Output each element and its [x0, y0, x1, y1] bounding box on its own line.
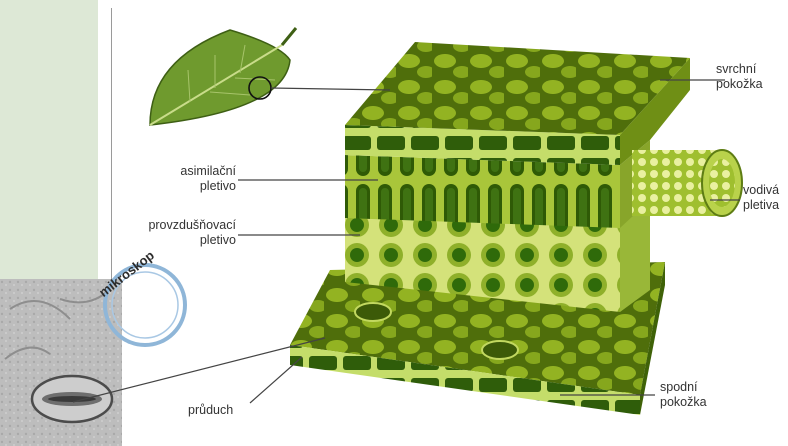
leaf-illustration: [150, 28, 296, 125]
vascular-bundle: [632, 150, 742, 216]
upper-epidermis-layer: [345, 42, 690, 165]
label-stoma: průduch: [188, 403, 233, 418]
